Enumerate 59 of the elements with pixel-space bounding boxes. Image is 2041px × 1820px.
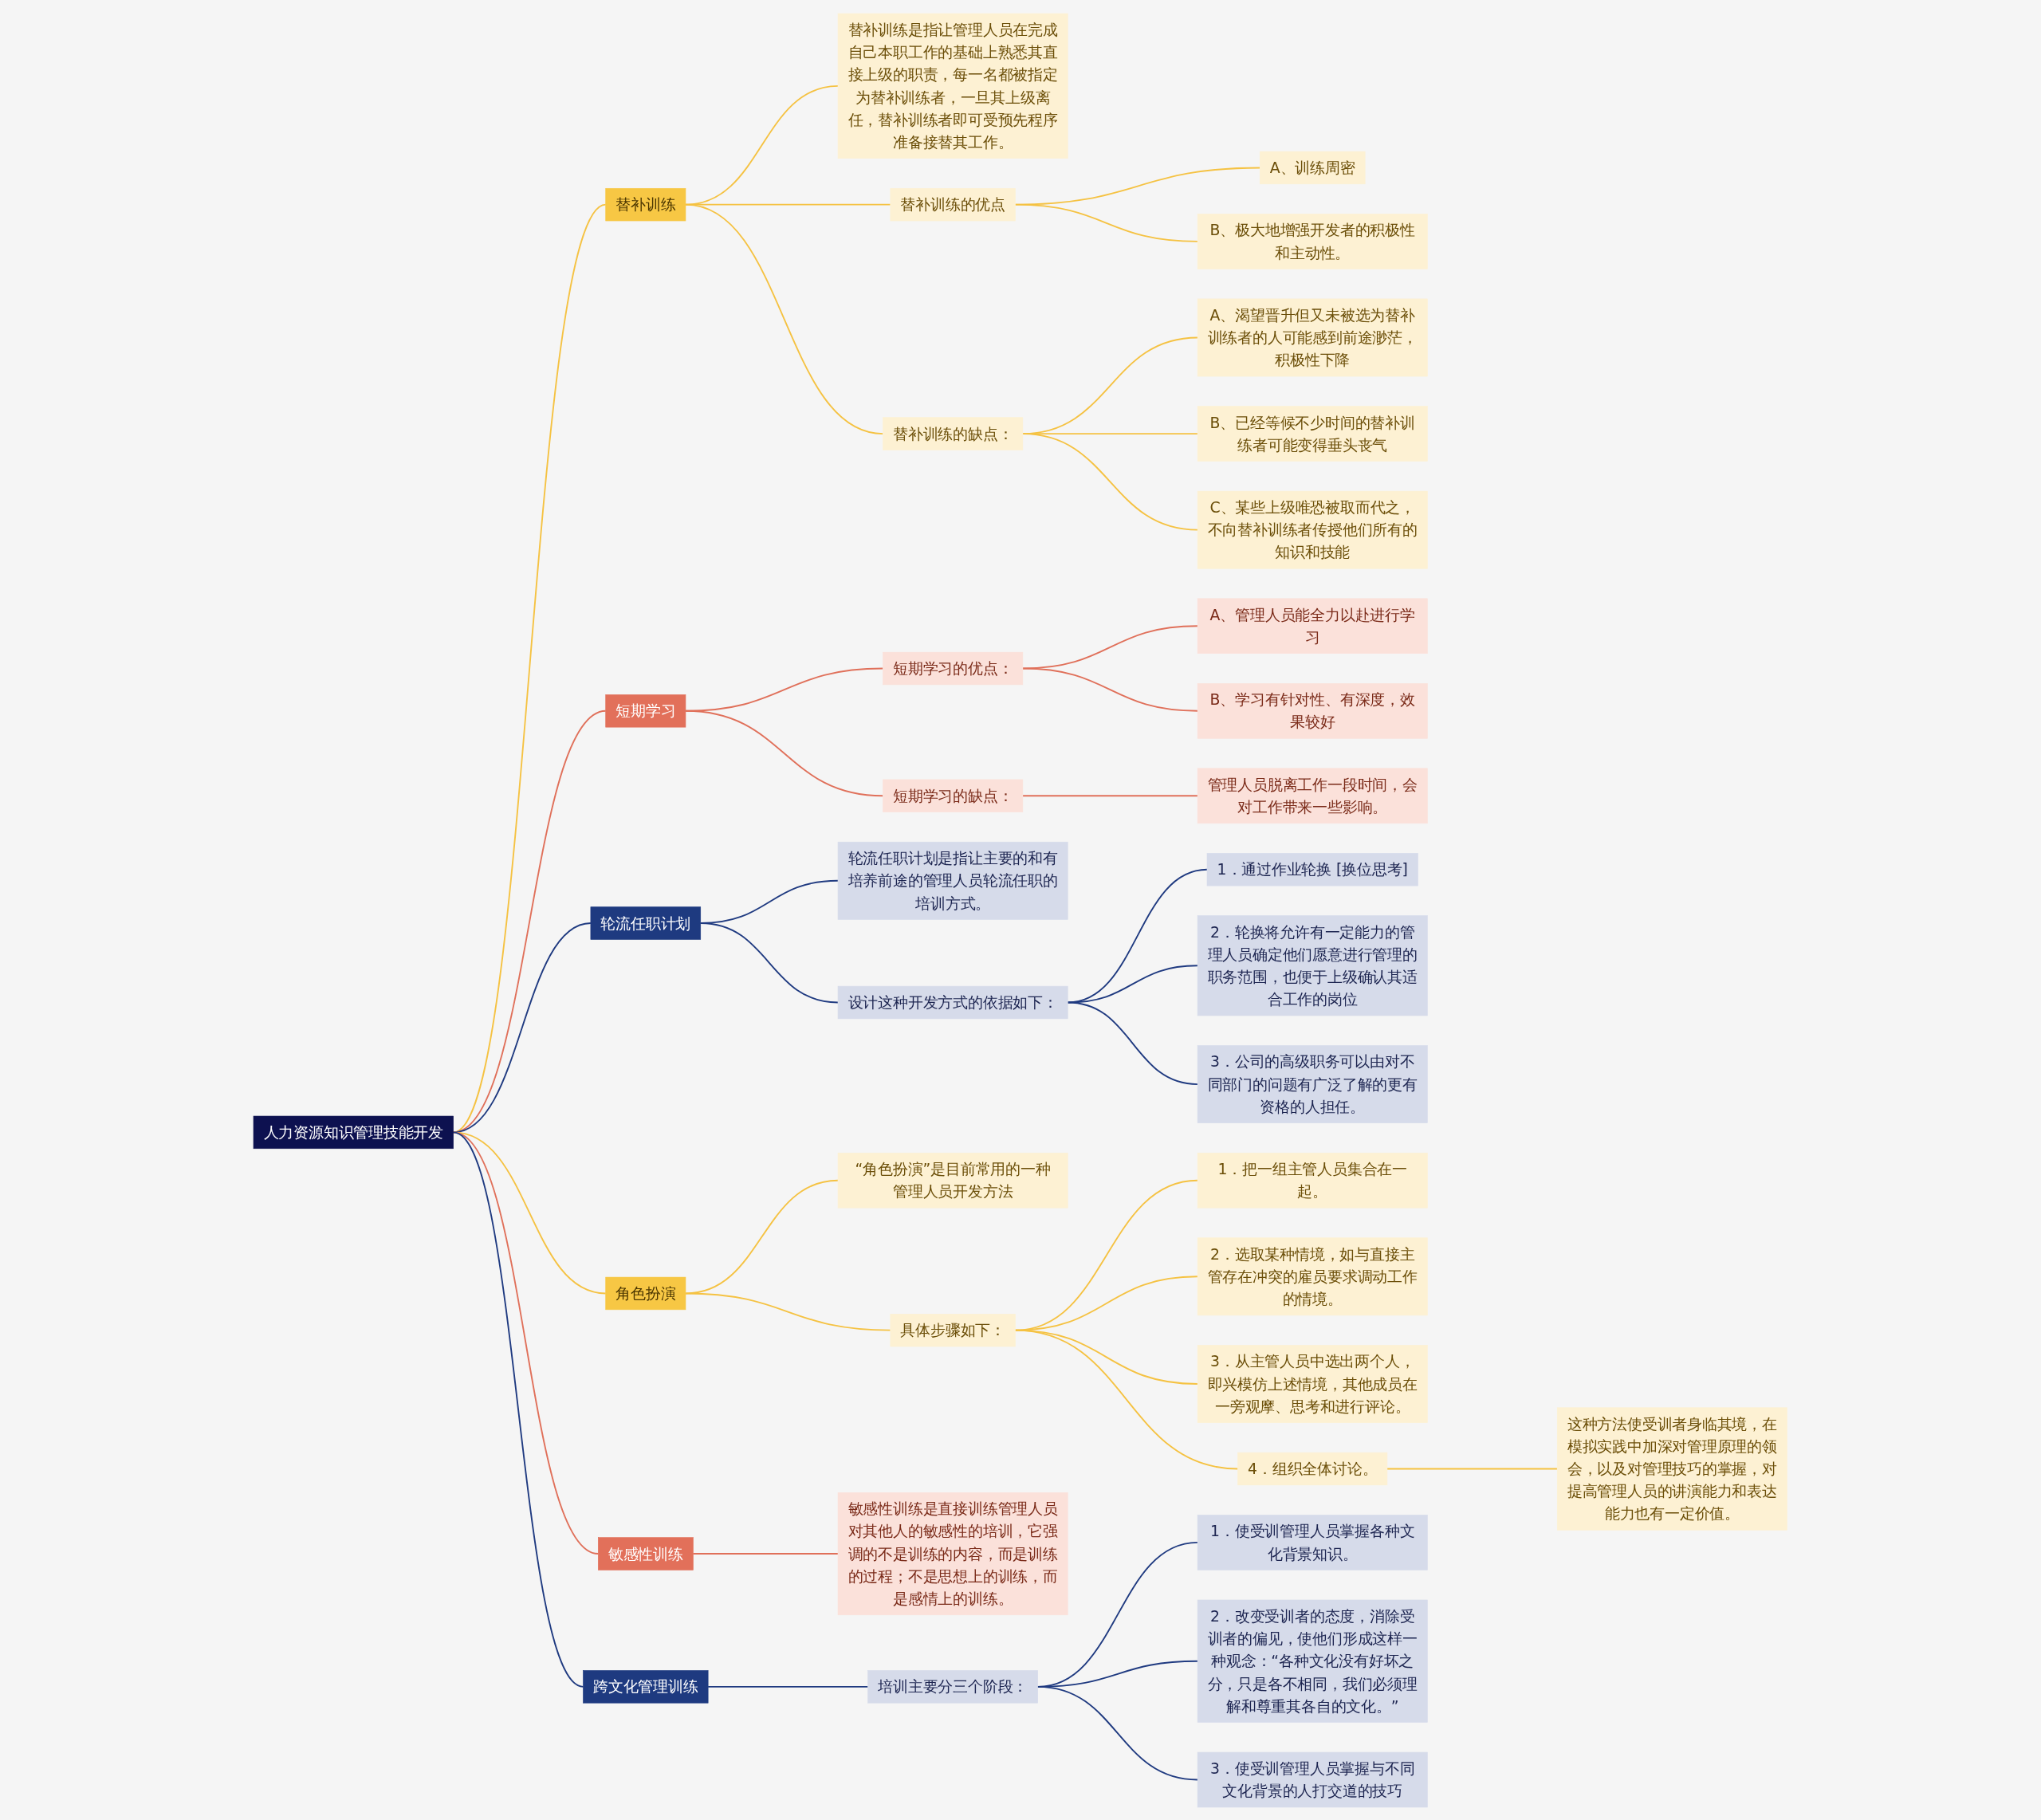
node-box: 角色扮演 — [605, 1276, 686, 1310]
node-box: 短期学习的缺点： — [883, 779, 1024, 812]
connector — [707, 1685, 869, 1688]
node-box: B、学习有针对性、有深度，效果较好 — [1197, 682, 1428, 739]
node-box: 这种方法使受训者身临其境，在模拟实践中加深对管理原理的领会，以及对管理技巧的掌握，对提高管理人员的讲演能力和表达能力也有一定价值。 — [1557, 1406, 1787, 1531]
node-box: 2．改变受训者的态度，消除受训者的偏见，使他们形成这样一种观念：“各种文化没有好坏之分，只是各不相同，我们必须理解和尊重其各自的文化。” — [1197, 1599, 1428, 1723]
connector — [452, 922, 592, 1133]
node-box: 替补训练的缺点： — [883, 416, 1024, 450]
node-box: 1．通过作业轮换 [换位思考] — [1207, 852, 1419, 886]
connector — [685, 203, 884, 434]
connector — [1067, 964, 1199, 1003]
node-box: 具体步骤如下： — [890, 1313, 1017, 1346]
connector — [452, 1130, 584, 1688]
node-box: 敏感性训练 — [598, 1536, 694, 1570]
node-box: 4．组织全体讨论。 — [1237, 1452, 1388, 1485]
connector — [1022, 624, 1199, 669]
node-box: 管理人员脱离工作一段时间，会对工作带来一些影响。 — [1197, 768, 1428, 824]
node-box: 短期学习的优点： — [883, 651, 1024, 685]
connector — [1014, 1329, 1239, 1469]
node-box: 1．把一组主管人员集合在一起。 — [1197, 1152, 1428, 1208]
node-box: 敏感性训练是直接训练管理人员对其他人的敏感性的培训，它强调的不是训练的内容，而是训练的过程；不是思想上的训练，而是感情上的训练。 — [838, 1492, 1068, 1615]
connector — [1014, 203, 1199, 242]
node-box: B、已经等候不少时间的替补训练者可能变得垂头丧气 — [1197, 405, 1428, 462]
node-box: 2．选取某种情境，如与直接主管存在冲突的雇员要求调动工作的情境。 — [1197, 1236, 1428, 1315]
node-box: A、渴望晋升但又未被选为替补训练者的人可能感到前途渺茫，积极性下降 — [1197, 298, 1428, 376]
connector — [452, 710, 607, 1133]
connector — [692, 1552, 840, 1555]
node-box: 替补训练是指让管理人员在完成自己本职工作的基础上熟悉其直接上级的职责，每一名都被指定为替补训练者，一旦其上级离任，替补训练者即可受预先程序准备接替其工作。 — [838, 13, 1068, 159]
node-box: 替补训练 — [605, 187, 686, 221]
node-box: 3．公司的高级职务可以由对不同部门的问题有广泛了解的更有资格的人担任。 — [1197, 1044, 1428, 1123]
node-box: 3．从主管人员中选出两个人，即兴模仿上述情境，其他成员在一旁观摩、思考和进行评论。 — [1197, 1344, 1428, 1423]
connector — [685, 1179, 840, 1294]
connector — [685, 1292, 892, 1331]
node-box: B、极大地增强开发者的积极性和主动性。 — [1197, 213, 1428, 269]
connector — [1022, 794, 1199, 796]
node-box: C、某些上级唯恐被取而代之，不向替补训练者传授他们所有的知识和技能 — [1197, 490, 1428, 569]
connector — [700, 922, 840, 1003]
connector — [1022, 432, 1199, 531]
node-box: A、管理人员能全力以赴进行学习 — [1197, 598, 1428, 654]
node-box: 1．使受训管理人员掌握各种文化背景知识。 — [1197, 1514, 1428, 1570]
connector — [1067, 868, 1209, 1003]
node-box: 轮流任职计划是指让主要的和有培养前途的管理人员轮流任职的培训方式。 — [838, 841, 1068, 920]
connector — [1067, 1001, 1199, 1085]
node-box: 2．轮换将允许有一定能力的管理人员确定他们愿意进行管理的职务范围，也便于上级确认其适合工作的岗位 — [1197, 914, 1428, 1016]
connector — [685, 710, 884, 796]
node-box: 跨文化管理训练 — [583, 1669, 709, 1703]
node-box: 3．使受训管理人员掌握与不同文化背景的人打交道的技巧 — [1197, 1751, 1428, 1807]
connector — [1037, 1685, 1199, 1780]
node-box: 设计这种开发方式的依据如下： — [838, 985, 1068, 1019]
node-box: 短期学习 — [605, 694, 686, 727]
connector — [452, 203, 607, 1133]
node-box: 替补训练的优点 — [890, 187, 1017, 221]
node-box: A、训练周密 — [1260, 151, 1366, 184]
node-box: “角色扮演”是目前常用的一种管理人员开发方法 — [838, 1152, 1068, 1208]
connector — [1386, 1468, 1559, 1469]
connector — [1022, 667, 1199, 712]
node-box: 轮流任职计划 — [590, 906, 702, 940]
node-box: 人力资源知识管理技能开发 — [253, 1115, 454, 1149]
node-box: 培训主要分三个阶段： — [867, 1669, 1039, 1703]
